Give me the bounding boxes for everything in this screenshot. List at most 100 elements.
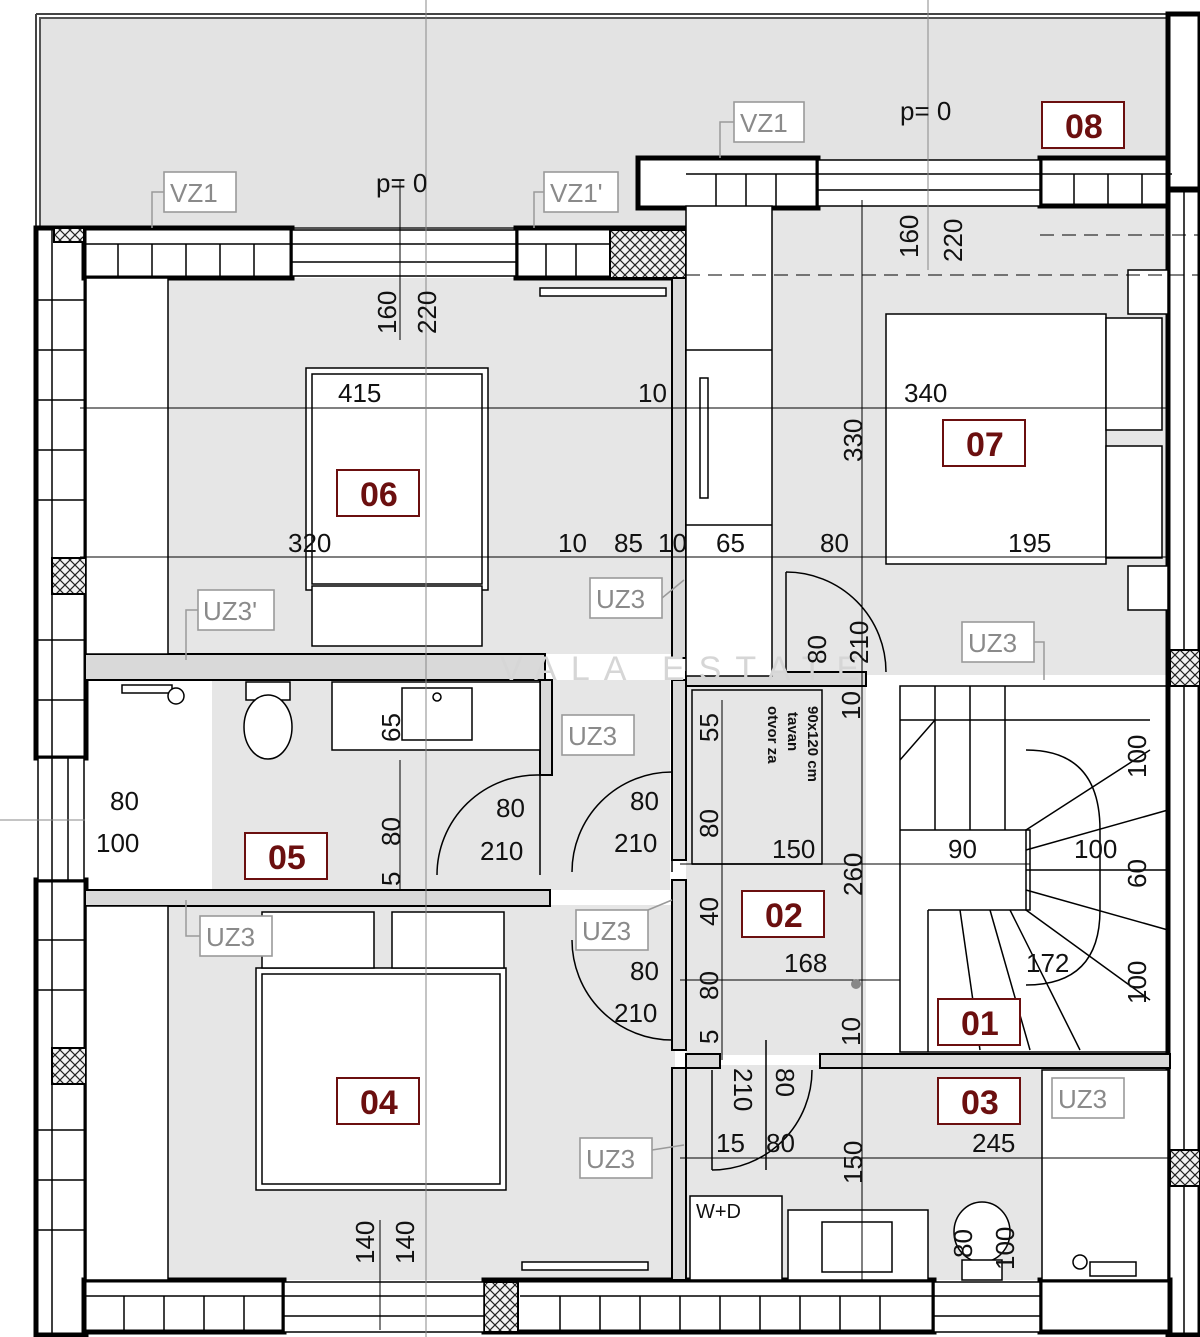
svg-text:UZ3: UZ3 xyxy=(206,922,255,952)
svg-text:80: 80 xyxy=(802,635,832,664)
svg-text:tavan: tavan xyxy=(784,712,801,751)
svg-text:210: 210 xyxy=(480,836,523,866)
tag-uz3-g: UZ3 xyxy=(1051,1077,1125,1119)
svg-text:100: 100 xyxy=(1122,735,1152,778)
tag-vz1-prime: VZ1' xyxy=(533,171,619,228)
svg-text:100: 100 xyxy=(1074,834,1117,864)
svg-text:80: 80 xyxy=(496,793,525,823)
svg-text:140: 140 xyxy=(350,1221,380,1264)
svg-text:90: 90 xyxy=(948,834,977,864)
svg-text:140: 140 xyxy=(390,1221,420,1264)
svg-text:245: 245 xyxy=(972,1128,1015,1158)
room-label-03: 03 xyxy=(937,1077,1021,1125)
svg-text:100: 100 xyxy=(990,1227,1020,1270)
tv-icon xyxy=(521,287,709,1271)
tag-uz3-b: UZ3 xyxy=(961,621,1045,680)
room-label-07: 07 xyxy=(942,419,1026,467)
svg-text:415: 415 xyxy=(338,378,381,408)
svg-text:80: 80 xyxy=(376,817,406,846)
svg-text:160: 160 xyxy=(894,215,924,258)
svg-text:10: 10 xyxy=(658,528,687,558)
tag-uz3-e: UZ3 xyxy=(575,899,673,951)
svg-text:100: 100 xyxy=(96,828,139,858)
svg-text:220: 220 xyxy=(938,219,968,262)
room-label-04: 04 xyxy=(336,1077,420,1125)
svg-text:80: 80 xyxy=(766,1128,795,1158)
interior-walls xyxy=(84,277,1171,1281)
svg-text:01: 01 xyxy=(961,1005,999,1043)
bed-room-04 xyxy=(255,911,507,1191)
room-label-02: 02 xyxy=(741,890,825,938)
svg-text:65: 65 xyxy=(716,528,745,558)
svg-text:10: 10 xyxy=(558,528,587,558)
svg-text:260: 260 xyxy=(838,853,868,896)
level-label-left: p= 0 xyxy=(376,168,427,198)
svg-text:VZ1: VZ1 xyxy=(740,108,788,138)
attic-opening-label: otvor za tavan 90x120 cm xyxy=(764,706,821,782)
washer-dryer-label: W+D xyxy=(696,1201,741,1223)
room-label-08: 08 xyxy=(1041,101,1125,149)
svg-text:10: 10 xyxy=(836,691,866,720)
svg-text:330: 330 xyxy=(838,419,868,462)
svg-text:100: 100 xyxy=(1122,961,1152,1004)
svg-text:UZ3': UZ3' xyxy=(203,596,257,626)
floor-room-02 xyxy=(686,685,866,1055)
bathroom-fixtures-05 xyxy=(121,681,541,760)
svg-text:65: 65 xyxy=(376,713,406,742)
svg-text:08: 08 xyxy=(1065,108,1103,146)
svg-text:210: 210 xyxy=(728,1068,758,1111)
svg-text:5: 5 xyxy=(694,1030,724,1044)
tag-vz1-left: VZ1 xyxy=(151,171,237,228)
svg-text:80: 80 xyxy=(630,956,659,986)
svg-text:UZ3: UZ3 xyxy=(1058,1084,1107,1114)
exterior-walls xyxy=(33,11,1200,1337)
tag-uz3-a: UZ3 xyxy=(589,577,685,619)
tag-uz3-c: UZ3 xyxy=(561,714,635,756)
svg-text:80: 80 xyxy=(770,1068,800,1097)
svg-text:150: 150 xyxy=(838,1141,868,1184)
svg-text:220: 220 xyxy=(412,291,442,334)
svg-text:60: 60 xyxy=(1122,859,1152,888)
svg-text:210: 210 xyxy=(844,621,874,664)
svg-text:160: 160 xyxy=(372,291,402,334)
svg-text:195: 195 xyxy=(1008,528,1051,558)
tag-uz3-f: UZ3 xyxy=(579,1137,685,1179)
doors xyxy=(436,571,887,1171)
tag-uz3-d: UZ3 xyxy=(185,900,273,957)
svg-text:340: 340 xyxy=(904,378,947,408)
watermark: VALA ESTATE xyxy=(500,650,873,688)
room-label-06: 06 xyxy=(336,469,420,517)
svg-text:80: 80 xyxy=(820,528,849,558)
svg-text:UZ3: UZ3 xyxy=(968,628,1017,658)
tag-vz1-right: VZ1 xyxy=(719,101,805,158)
svg-text:UZ3: UZ3 xyxy=(586,1144,635,1174)
svg-text:85: 85 xyxy=(614,528,643,558)
svg-text:80: 80 xyxy=(948,1229,978,1258)
svg-text:UZ3: UZ3 xyxy=(582,916,631,946)
svg-text:80: 80 xyxy=(630,786,659,816)
svg-text:172: 172 xyxy=(1026,948,1069,978)
svg-text:55: 55 xyxy=(694,713,724,742)
level-label-right: p= 0 xyxy=(900,96,951,126)
svg-text:04: 04 xyxy=(360,1084,398,1122)
dimension-texts: 160 220 160 220 415 10 340 330 320 10 85… xyxy=(96,215,1152,1270)
svg-text:80: 80 xyxy=(694,971,724,1000)
svg-text:90x120 cm: 90x120 cm xyxy=(804,706,821,782)
room-label-05: 05 xyxy=(244,832,328,880)
svg-text:02: 02 xyxy=(765,897,803,935)
svg-text:40: 40 xyxy=(694,897,724,926)
svg-text:otvor za: otvor za xyxy=(764,706,781,764)
svg-text:80: 80 xyxy=(694,809,724,838)
hatched-columns xyxy=(51,227,1200,1333)
bed-room-07 xyxy=(885,269,1169,611)
svg-text:10: 10 xyxy=(836,1017,866,1046)
svg-text:5: 5 xyxy=(376,872,406,886)
svg-text:210: 210 xyxy=(614,998,657,1028)
svg-text:150: 150 xyxy=(772,834,815,864)
svg-text:168: 168 xyxy=(784,948,827,978)
svg-text:10: 10 xyxy=(638,378,667,408)
svg-text:06: 06 xyxy=(360,476,398,514)
tag-uz3-prime: UZ3' xyxy=(185,589,275,660)
dimension-lines xyxy=(80,180,1200,1330)
